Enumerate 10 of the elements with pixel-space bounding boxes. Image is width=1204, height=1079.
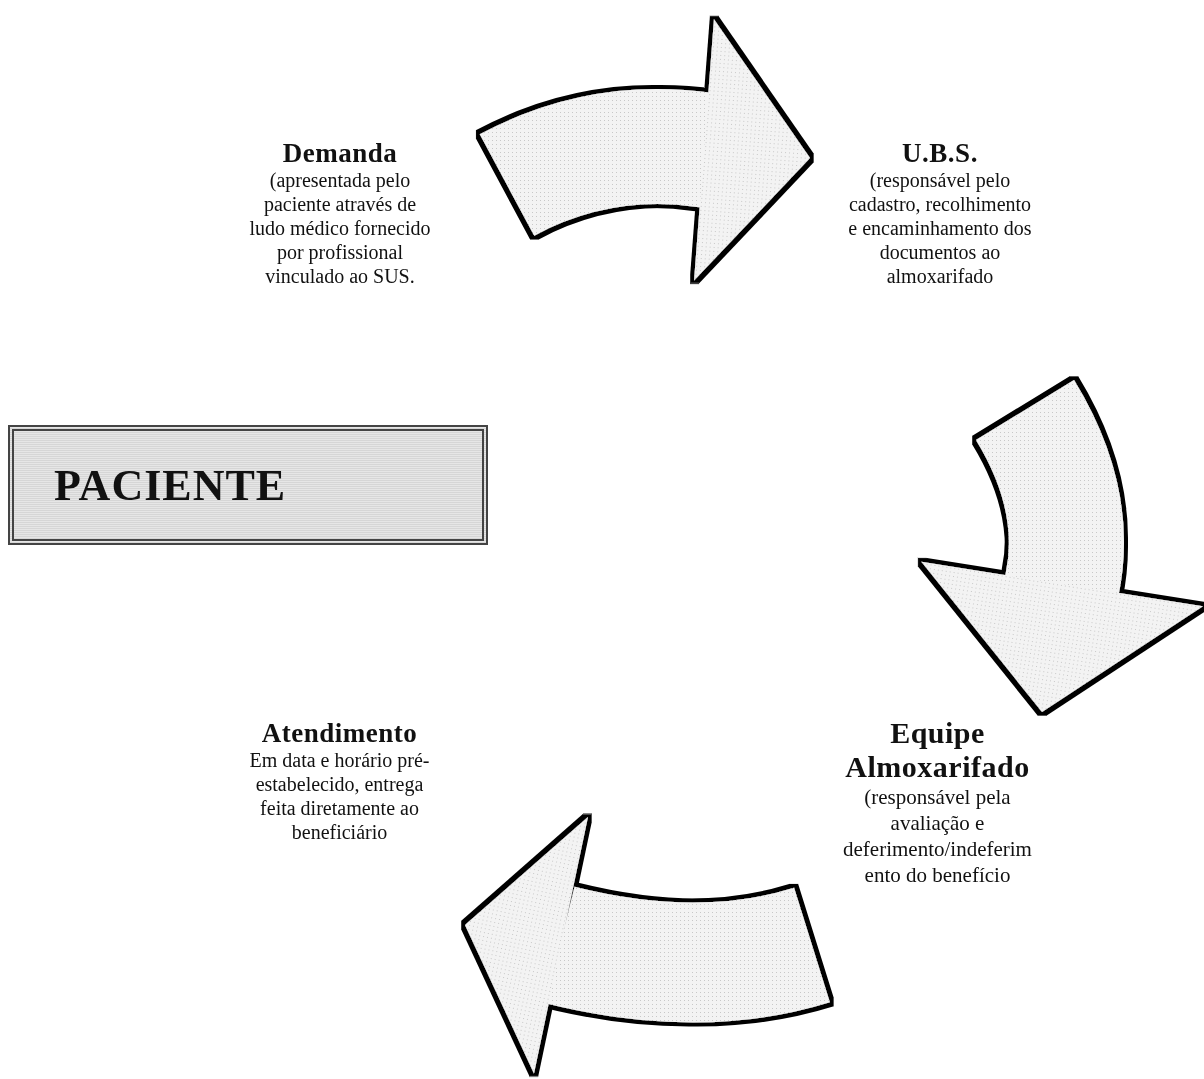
title-frame xyxy=(8,425,488,545)
step-heading: Demanda xyxy=(281,138,399,168)
step-heading: Equipe Almoxarifado xyxy=(844,716,1031,784)
step-description: (apresentada pelo paciente através de ludo médico fornecido por profissional vinculado ao SUS. xyxy=(248,168,432,288)
step-description: Em data e horário pré-estabelecido, entrega feita diretamente ao beneficiário xyxy=(248,748,431,844)
frame-title: PACIENTE xyxy=(54,459,287,511)
step-heading: Atendimento xyxy=(260,718,419,748)
step-heading: U.B.S. xyxy=(901,138,979,168)
step-description: (responsável pela avaliação e deferimento/indeferim ento do benefício xyxy=(842,784,1033,888)
step-description: (responsável pelo cadastro, recolhimento e encaminhamento dos documentos ao almoxarifado xyxy=(847,168,1033,288)
